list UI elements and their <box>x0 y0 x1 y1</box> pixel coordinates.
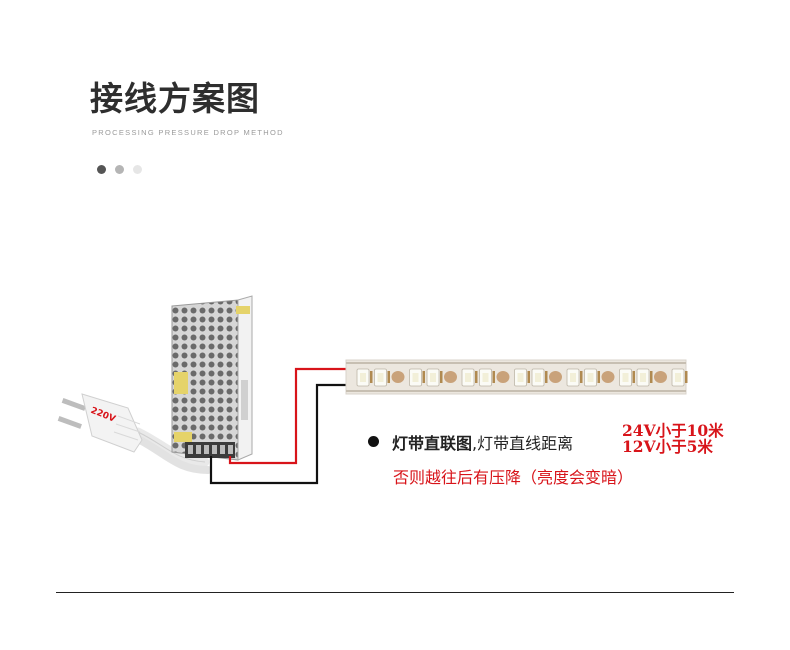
power-supply <box>171 295 253 461</box>
bullet-point <box>368 436 379 447</box>
strip-distance-label: ,灯带直线距离 <box>472 434 574 453</box>
led-chip-phosphor <box>675 373 681 382</box>
led-solder-pad <box>597 371 600 383</box>
led-chip-phosphor <box>587 373 594 382</box>
black-wire <box>209 383 350 485</box>
spec-12v: 12V小于5米 <box>622 437 713 456</box>
pagination-dot[interactable] <box>115 165 124 174</box>
led-resistor <box>496 371 510 383</box>
led-strip <box>345 359 688 395</box>
led-chip-phosphor <box>465 373 471 382</box>
pagination-dots <box>97 165 142 174</box>
led-resistor <box>444 371 457 383</box>
led-solder-pad <box>370 371 373 383</box>
led-solder-pad <box>685 371 688 383</box>
led-resistor <box>654 371 667 383</box>
power-plug: 220V <box>57 393 143 453</box>
strip-type-label: 灯带直联图 <box>392 434 473 453</box>
led-resistor <box>549 371 562 383</box>
led-solder-pad <box>527 371 530 383</box>
led-solder-pad <box>440 371 443 383</box>
led-chip-phosphor <box>430 373 436 382</box>
power-cable <box>133 427 212 474</box>
pagination-dot[interactable] <box>97 165 106 174</box>
led-chip-phosphor <box>482 373 489 382</box>
led-chip-phosphor <box>360 373 366 382</box>
led-chip-phosphor <box>535 373 541 382</box>
led-resistor <box>391 371 405 383</box>
led-chip-phosphor <box>412 373 419 382</box>
led-chip-phosphor <box>570 373 576 382</box>
led-solder-pad <box>632 371 635 383</box>
led-chip-phosphor <box>377 373 384 382</box>
led-solder-pad <box>580 371 583 383</box>
led-chip-phosphor <box>622 373 629 382</box>
led-chip-phosphor <box>517 373 524 382</box>
page-subtitle: PROCESSING PRESSURE DROP METHOD <box>92 128 284 137</box>
red-wire <box>228 367 350 465</box>
page-title: 接线方案图 <box>90 79 260 118</box>
divider-line <box>56 592 734 593</box>
led-solder-pad <box>387 371 390 383</box>
spec-24v: 24V小于10米 <box>622 421 724 440</box>
led-solder-pad <box>545 371 548 383</box>
led-chip-phosphor <box>640 373 646 382</box>
led-solder-pad <box>650 371 653 383</box>
voltage-limits: 24V小于10米 12V小于5米 <box>622 423 724 455</box>
led-resistor <box>601 371 615 383</box>
pagination-dot[interactable] <box>133 165 142 174</box>
led-solder-pad <box>422 371 425 383</box>
strip-description: 灯带直联图,灯带直线距离 <box>392 430 573 454</box>
voltage-drop-warning: 否则越往后有压降（亮度会变暗） <box>393 468 634 487</box>
led-solder-pad <box>475 371 478 383</box>
led-solder-pad <box>492 371 495 383</box>
